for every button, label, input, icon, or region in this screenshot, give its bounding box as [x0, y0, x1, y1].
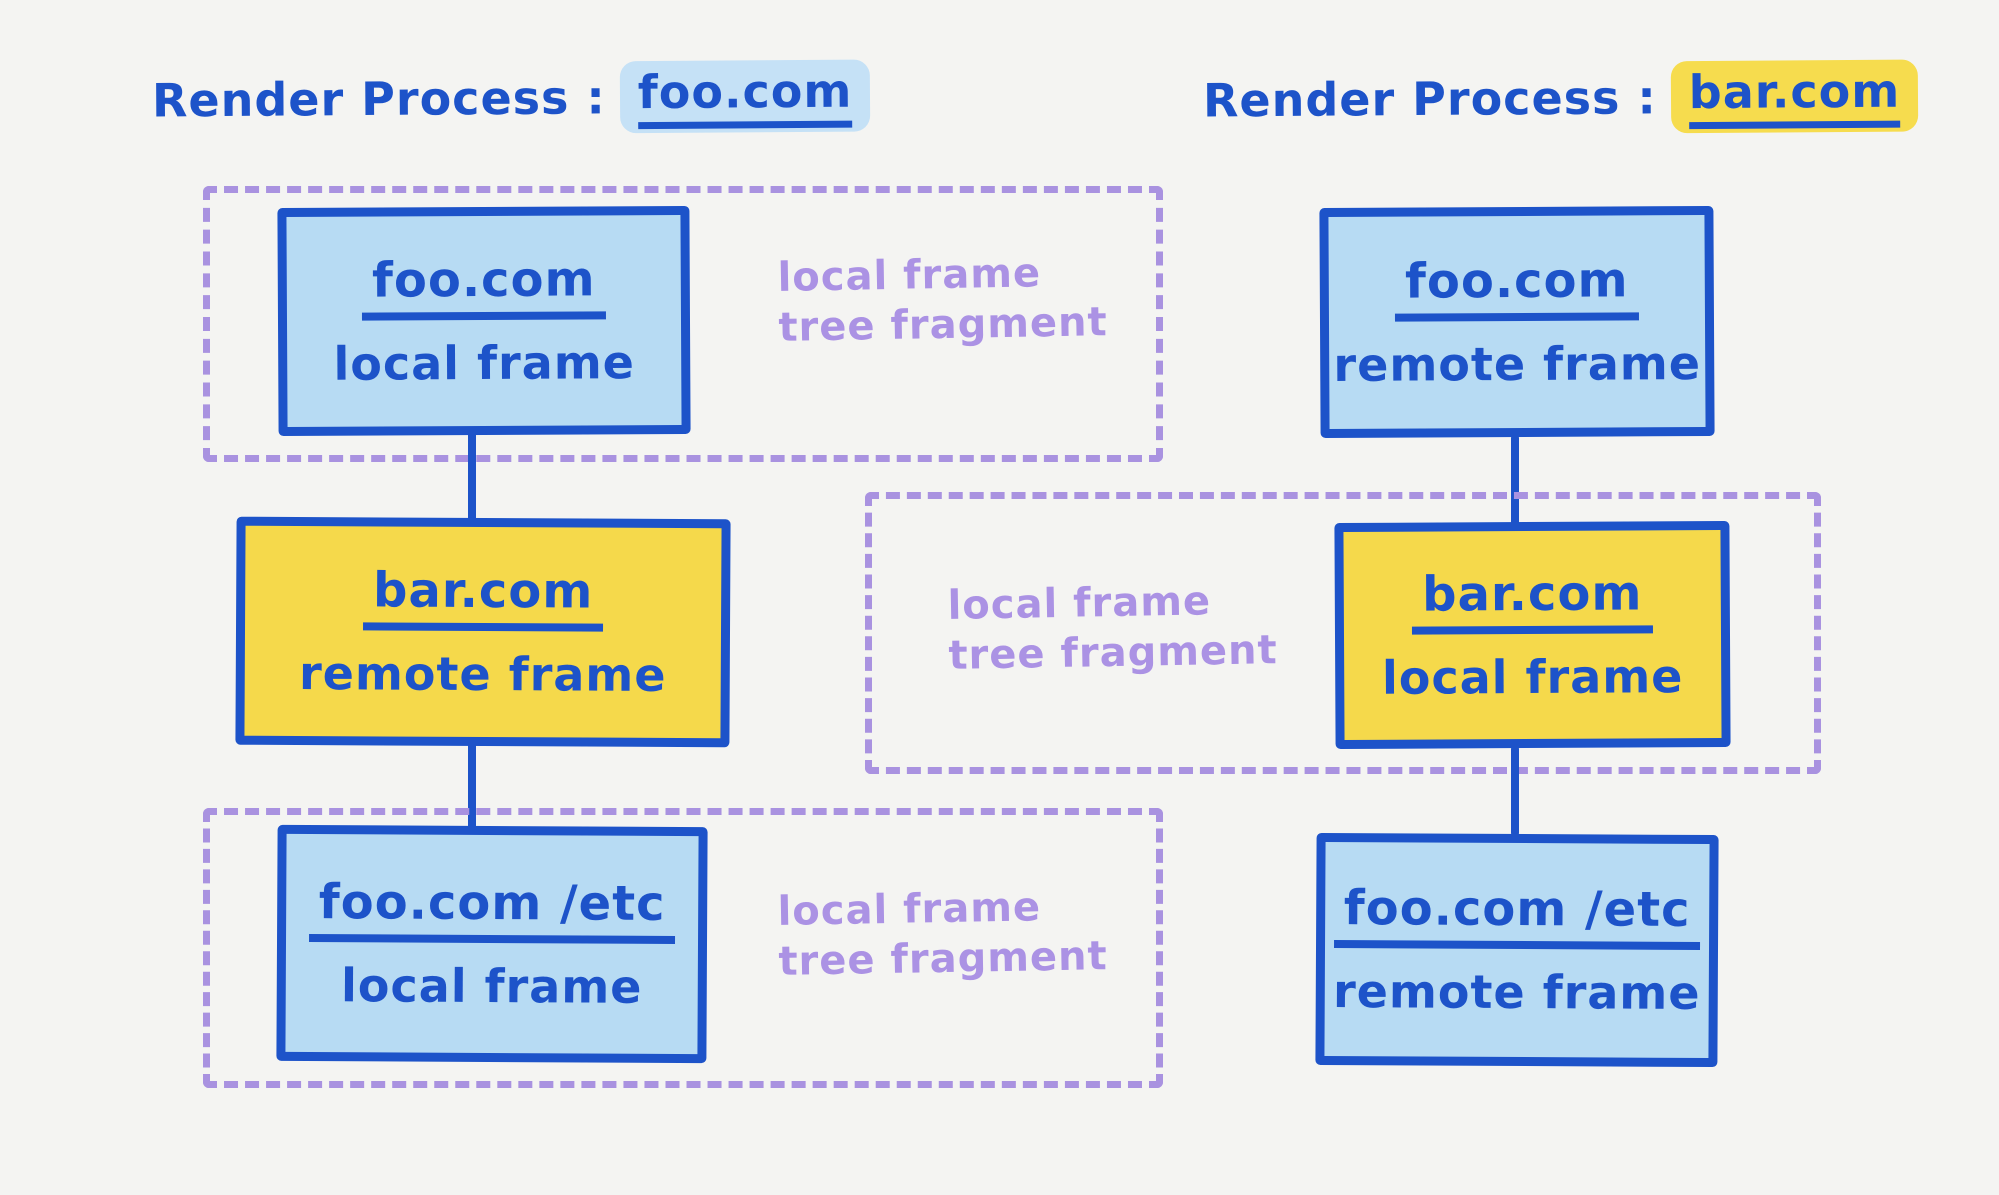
connector-right-1: [1511, 435, 1519, 527]
frame-node-right-foo-remote: foo.com remote frame: [1319, 205, 1715, 439]
frame-node-left-fooetc-local: foo.com /etc local frame: [276, 824, 708, 1064]
fragment-label-left-bottom: local frame tree fragment: [777, 881, 1108, 987]
fragment-label-line1: local frame: [777, 250, 1042, 301]
title-prefix: Render Process :: [1202, 70, 1658, 128]
render-process-title-bar: Render Process : bar.com: [1202, 59, 1919, 137]
frame-type: remote frame: [1332, 964, 1701, 1020]
frame-type: local frame: [340, 958, 643, 1014]
render-process-title-foo: Render Process : foo.com: [152, 59, 871, 136]
local-frame-tree-fragment-box-left-top: [203, 186, 1163, 462]
frame-type: local frame: [333, 335, 636, 391]
frame-type: local frame: [1381, 649, 1684, 705]
frame-domain: foo.com: [361, 251, 606, 321]
connector-left-1: [468, 431, 476, 523]
frame-domain: bar.com: [362, 562, 604, 632]
frame-domain: foo.com /etc: [308, 874, 676, 944]
fragment-label-line2: tree fragment: [948, 627, 1279, 679]
title-domain-highlight-foo: foo.com: [619, 59, 871, 134]
fragment-label-left-top: local frame tree fragment: [777, 247, 1108, 353]
fragment-label-right: local frame tree fragment: [947, 575, 1278, 681]
frame-node-right-fooetc-remote: foo.com /etc remote frame: [1315, 832, 1719, 1068]
fragment-label-line2: tree fragment: [778, 933, 1109, 985]
fragment-label-line1: local frame: [777, 884, 1042, 935]
fragment-label-line2: tree fragment: [778, 299, 1109, 351]
frame-type: remote frame: [1333, 336, 1702, 392]
connector-left-2: [468, 742, 476, 832]
title-domain-highlight-bar: bar.com: [1670, 59, 1919, 134]
frame-type: remote frame: [298, 646, 667, 702]
local-frame-tree-fragment-box-left-bottom: [203, 808, 1163, 1088]
title-domain-foo: foo.com: [638, 64, 853, 130]
frame-domain: foo.com /etc: [1333, 880, 1701, 950]
title-domain-bar: bar.com: [1689, 64, 1901, 130]
title-prefix: Render Process :: [151, 70, 607, 128]
connector-right-2: [1511, 746, 1519, 836]
frame-node-left-foo-local: foo.com local frame: [277, 205, 691, 437]
frame-node-left-bar-remote: bar.com remote frame: [235, 516, 731, 748]
fragment-label-line1: local frame: [947, 578, 1212, 629]
frame-node-right-bar-local: bar.com local frame: [1334, 520, 1731, 750]
local-frame-tree-fragment-box-right: [865, 492, 1821, 774]
frame-domain: bar.com: [1412, 565, 1653, 635]
frame-domain: foo.com: [1394, 252, 1639, 322]
